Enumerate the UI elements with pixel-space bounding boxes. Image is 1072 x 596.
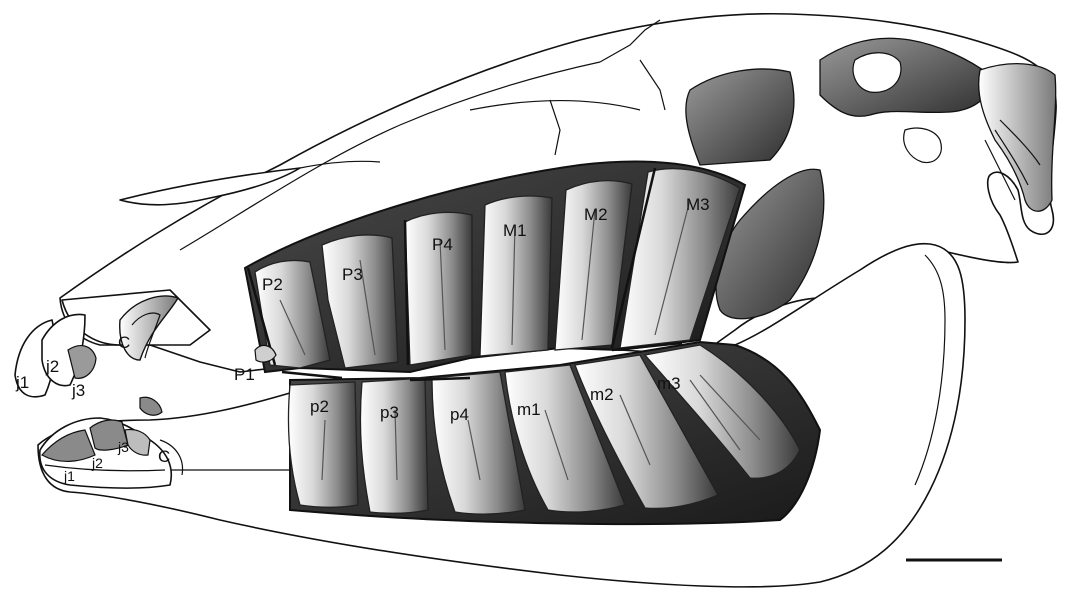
label-upper-j2: j2 <box>45 357 59 376</box>
label-p3: p3 <box>380 403 399 422</box>
label-P3: P3 <box>342 265 363 284</box>
label-m3: m3 <box>657 374 681 393</box>
label-P4: P4 <box>432 235 453 254</box>
lower-canine-bud <box>140 397 162 415</box>
label-upper-canine: C <box>118 333 130 352</box>
label-upper-j1: j1 <box>15 373 29 392</box>
label-lower-j2: j2 <box>91 455 103 471</box>
label-M2: M2 <box>584 205 608 224</box>
label-p4: p4 <box>450 405 469 424</box>
label-upper-j3: j3 <box>71 381 85 400</box>
label-M1: M1 <box>503 221 527 240</box>
label-p2: p2 <box>310 397 329 416</box>
tooth-p3 <box>360 378 428 513</box>
label-P2: P2 <box>262 275 283 294</box>
label-m1: m1 <box>517 400 541 419</box>
label-lower-j1: j1 <box>63 468 75 484</box>
label-lower-canine: C <box>158 447 170 466</box>
label-P1: P1 <box>234 365 255 384</box>
label-m2: m2 <box>590 385 614 404</box>
label-lower-j3: j3 <box>117 439 129 455</box>
label-M3: M3 <box>686 195 710 214</box>
